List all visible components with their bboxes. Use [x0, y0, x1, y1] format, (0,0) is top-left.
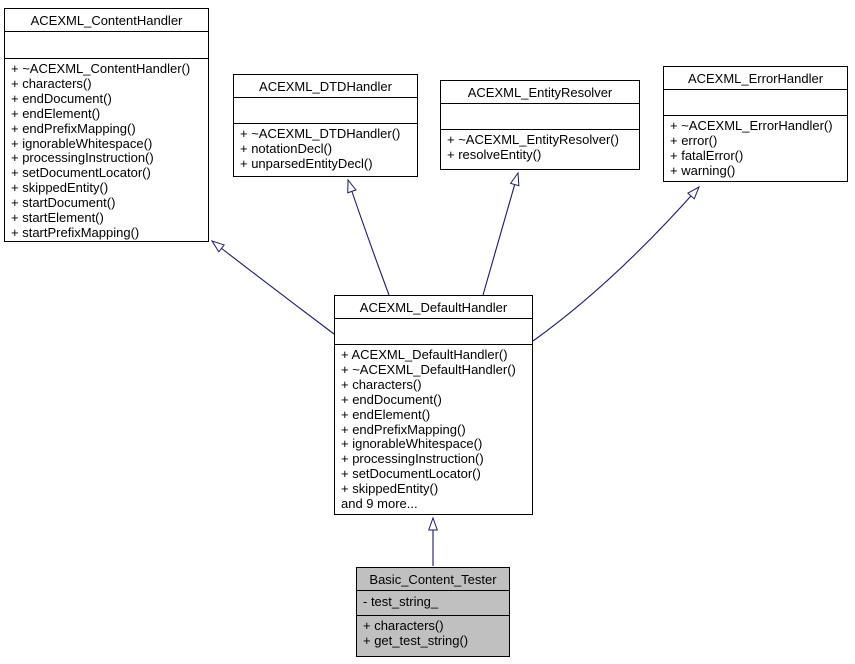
class-title: Basic_Content_Tester: [357, 568, 509, 591]
class-attributes-section: [441, 104, 639, 130]
member-row: + fatalError(): [670, 147, 744, 163]
member-row: + startPrefixMapping(): [11, 224, 140, 240]
class-methods-section: + ~ACEXML_ErrorHandler()+ error()+ fatal…: [664, 116, 847, 181]
class-title: ACEXML_DTDHandler: [234, 75, 417, 98]
class-attributes-section: [234, 98, 417, 124]
inheritance-arrow-defaulthandler-to-dtdhandler: [347, 178, 390, 296]
class-title: ACEXML_ContentHandler: [5, 9, 208, 32]
member-row: + setDocumentLocator(): [11, 165, 151, 181]
member-row: + warning(): [670, 162, 736, 178]
member-row: + setDocumentLocator(): [341, 466, 481, 482]
member-row: + unparsedEntityDecl(): [240, 155, 373, 171]
member-row: + ignorableWhitespace(): [11, 135, 153, 151]
member-row: + ignorableWhitespace(): [341, 436, 483, 452]
member-row: + notationDecl(): [240, 140, 333, 156]
member-row: + get_test_string(): [363, 632, 469, 648]
class-methods-section: + ACEXML_DefaultHandler()+ ~ACEXML_Defau…: [335, 345, 532, 514]
class-methods-section: + ~ACEXML_DTDHandler()+ notationDecl()+ …: [234, 124, 417, 176]
member-row: + error(): [670, 132, 718, 148]
member-row: + characters(): [341, 376, 422, 392]
member-row: + resolveEntity(): [447, 146, 542, 162]
member-row: + ACEXML_DefaultHandler(): [341, 347, 508, 362]
inheritance-arrow-defaulthandler-to-entityresolver: [482, 171, 520, 296]
class-attributes-section: [664, 90, 847, 116]
member-row: + ~ACEXML_ErrorHandler(): [670, 118, 833, 133]
member-row: + characters(): [11, 75, 92, 91]
class-methods-section: + ~ACEXML_ContentHandler()+ characters()…: [5, 59, 208, 241]
member-row: + ~ACEXML_DTDHandler(): [240, 126, 401, 141]
member-row: + ~ACEXML_DefaultHandler(): [341, 361, 516, 377]
member-row: + characters(): [363, 618, 444, 633]
inheritance-arrow-defaulthandler-to-errorhandler: [532, 185, 700, 342]
member-row: + processingInstruction(): [341, 451, 484, 467]
member-row: + endPrefixMapping(): [341, 421, 466, 437]
member-row: + startDocument(): [11, 195, 116, 211]
class-box-basic-content-tester[interactable]: Basic_Content_Tester - test_string_ + ch…: [356, 567, 510, 657]
member-row: + skippedEntity(): [11, 180, 109, 196]
class-methods-section: + characters()+ get_test_string(): [357, 616, 509, 656]
class-box-acexml-error-handler[interactable]: ACEXML_ErrorHandler + ~ACEXML_ErrorHandl…: [663, 66, 848, 182]
class-box-acexml-content-handler[interactable]: ACEXML_ContentHandler + ~ACEXML_ContentH…: [4, 8, 209, 242]
member-row: + endPrefixMapping(): [11, 120, 136, 136]
member-row: + endDocument(): [341, 391, 442, 407]
member-row: + startElement(): [11, 210, 104, 226]
class-box-acexml-dtd-handler[interactable]: ACEXML_DTDHandler + ~ACEXML_DTDHandler()…: [233, 74, 418, 177]
class-box-acexml-default-handler[interactable]: ACEXML_DefaultHandler + ACEXML_DefaultHa…: [334, 295, 533, 515]
member-row: and 9 more...: [341, 496, 418, 512]
inheritance-arrow-defaulthandler-to-contenthandler: [210, 240, 335, 335]
class-title: ACEXML_EntityResolver: [441, 81, 639, 104]
member-row: - test_string_: [363, 594, 439, 609]
class-attributes-section: [335, 319, 532, 345]
member-row: + ~ACEXML_EntityResolver(): [447, 132, 619, 147]
member-row: + endDocument(): [11, 90, 112, 106]
class-box-acexml-entity-resolver[interactable]: ACEXML_EntityResolver + ~ACEXML_EntityRe…: [440, 80, 640, 170]
member-row: + endElement(): [11, 105, 101, 121]
class-title: ACEXML_ErrorHandler: [664, 67, 847, 90]
class-methods-section: + ~ACEXML_EntityResolver()+ resolveEntit…: [441, 130, 639, 169]
member-row: + processingInstruction(): [11, 150, 154, 166]
member-row: + ~ACEXML_ContentHandler(): [11, 61, 191, 76]
member-row: + endElement(): [341, 406, 431, 422]
class-attributes-section: - test_string_: [357, 591, 509, 616]
class-attributes-section: [5, 32, 208, 59]
member-row: + skippedEntity(): [341, 481, 439, 497]
class-title: ACEXML_DefaultHandler: [335, 296, 532, 319]
